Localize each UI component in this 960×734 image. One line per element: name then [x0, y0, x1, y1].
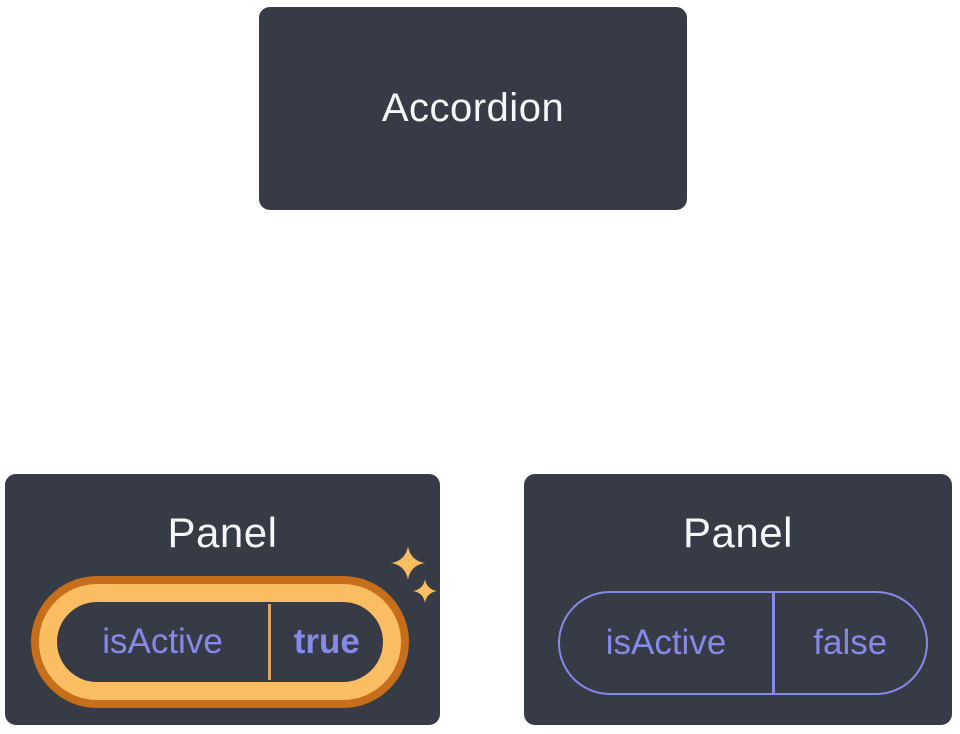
- prop-pill-highlighted: isActive true: [31, 576, 409, 708]
- prop-value-label: true: [293, 622, 360, 661]
- pill-core: isActive true: [57, 602, 383, 682]
- node-panel-active: Panel isActive true: [2, 471, 443, 728]
- node-panel-inactive: Panel isActive false: [521, 471, 955, 728]
- panel-title: Panel: [683, 509, 793, 556]
- node-accordion: Accordion: [256, 4, 690, 213]
- pill-highlight-ring: isActive true: [39, 584, 401, 700]
- panel-title: Panel: [167, 509, 278, 556]
- prop-divider: [772, 593, 775, 693]
- prop-name-label: isActive: [605, 623, 727, 662]
- sparkle-small-icon: [413, 579, 437, 603]
- connector-branch: [217, 343, 738, 473]
- connector-trunk: [471, 210, 477, 348]
- prop-value-label: false: [813, 623, 888, 662]
- prop-divider: [268, 604, 271, 680]
- prop-name-label: isActive: [102, 622, 223, 661]
- sparkle-large-icon: [391, 546, 425, 580]
- accordion-label: Accordion: [381, 86, 565, 130]
- prop-pill: isActive false: [558, 591, 928, 695]
